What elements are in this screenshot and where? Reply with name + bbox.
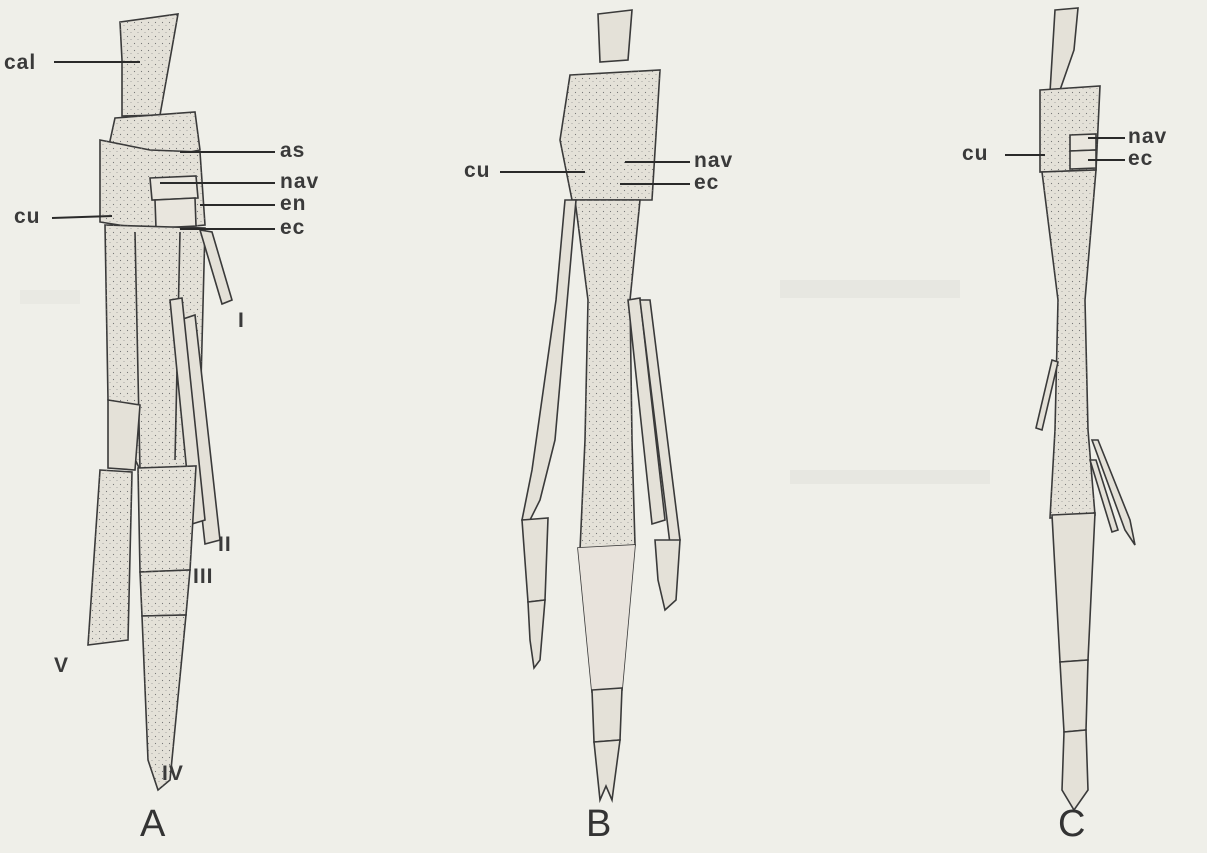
- label-a-en: en: [280, 193, 307, 214]
- cannon-bone: [575, 200, 640, 550]
- digit-iv-bones: [138, 466, 196, 790]
- panel-label-a: A: [140, 805, 165, 843]
- panel-a-foot: [88, 14, 232, 790]
- label-a-as: as: [280, 140, 305, 161]
- digit-i-bone: [200, 230, 232, 304]
- label-b-cu: cu: [464, 160, 491, 181]
- panel-c-foot: [1036, 8, 1135, 810]
- label-a-digit-i: I: [238, 310, 245, 331]
- label-a-digit-iv: IV: [162, 763, 184, 784]
- label-a-cu: cu: [14, 206, 41, 227]
- main-digit-bones: [578, 545, 635, 800]
- label-a-digit-ii: II: [218, 534, 232, 555]
- label-a-digit-iii: III: [193, 566, 214, 587]
- label-b-ec: ec: [694, 172, 719, 193]
- panel-label-c: C: [1058, 805, 1085, 843]
- label-a-digit-v: V: [54, 655, 69, 676]
- label-c-ec: ec: [1128, 148, 1153, 169]
- label-a-ec: ec: [280, 217, 305, 238]
- cannon-bone: [1042, 170, 1096, 518]
- panel-b-foot: [522, 10, 680, 800]
- tarsal-block: [100, 140, 205, 230]
- label-c-nav: nav: [1128, 126, 1167, 147]
- calcaneum-bone: [120, 14, 178, 116]
- label-c-cu: cu: [962, 143, 989, 164]
- label-a-cal: cal: [4, 52, 36, 73]
- calcaneum-bone: [598, 10, 632, 62]
- label-b-nav: nav: [694, 150, 733, 171]
- label-a-nav: nav: [280, 171, 319, 192]
- medial-splint-digit: [628, 298, 680, 610]
- calcaneum-bone: [1050, 8, 1078, 92]
- panel-label-b: B: [586, 805, 611, 843]
- main-digit-bones: [1052, 513, 1095, 810]
- tarsal-block: [560, 70, 660, 200]
- digit-v-bones: [88, 400, 140, 645]
- lateral-splint-digit: [522, 200, 576, 668]
